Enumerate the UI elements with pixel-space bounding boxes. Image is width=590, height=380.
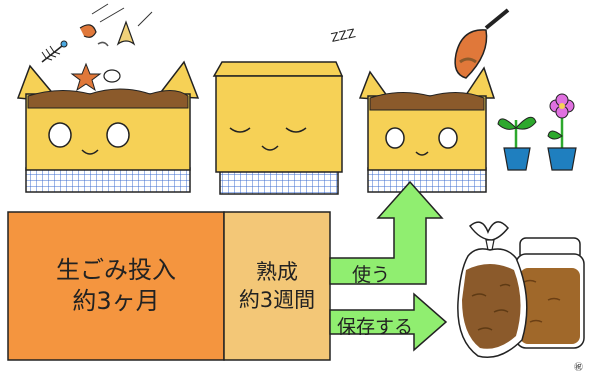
egg-shell-icon: [103, 69, 121, 83]
compost-bag-icon: [457, 221, 528, 358]
compost-box-closed-middle: [212, 61, 344, 195]
stage2-line2: 約3週間: [238, 288, 316, 312]
stage1-line1: 生ごみ投入: [56, 255, 176, 284]
use-arrow: [329, 180, 444, 285]
motion-lines: [91, 3, 153, 27]
starfish-icon: [70, 62, 102, 92]
jar-icon: [515, 237, 585, 349]
compost-box-open-left: [16, 60, 200, 193]
banana-peel-icon: [116, 20, 136, 46]
fish-bone-icon: [41, 40, 68, 63]
store-arrow: [329, 292, 448, 352]
shrimp-icon: [79, 24, 97, 38]
sprout-icon: [497, 116, 537, 171]
store-label: 保存する: [337, 316, 414, 338]
scoop-icon: [454, 8, 510, 79]
stage2-label: 熟成 約3週間: [224, 212, 330, 360]
credit-mark: ㊗: [574, 363, 584, 373]
use-label: 使う: [352, 264, 391, 286]
compost-box-open-right: [358, 66, 496, 193]
stage1-line2: 約3ヶ月: [72, 287, 160, 315]
food-scraps: [41, 3, 153, 92]
flower-icon: [547, 93, 577, 171]
stage1-block: [7, 211, 225, 361]
stage2-block: [223, 211, 331, 361]
stage2-line1: 熟成: [256, 259, 298, 284]
twig-icon: [97, 41, 109, 47]
sleep-mark: ZZZ: [330, 26, 357, 45]
stage1-label: 生ごみ投入 約3ヶ月: [8, 212, 224, 360]
